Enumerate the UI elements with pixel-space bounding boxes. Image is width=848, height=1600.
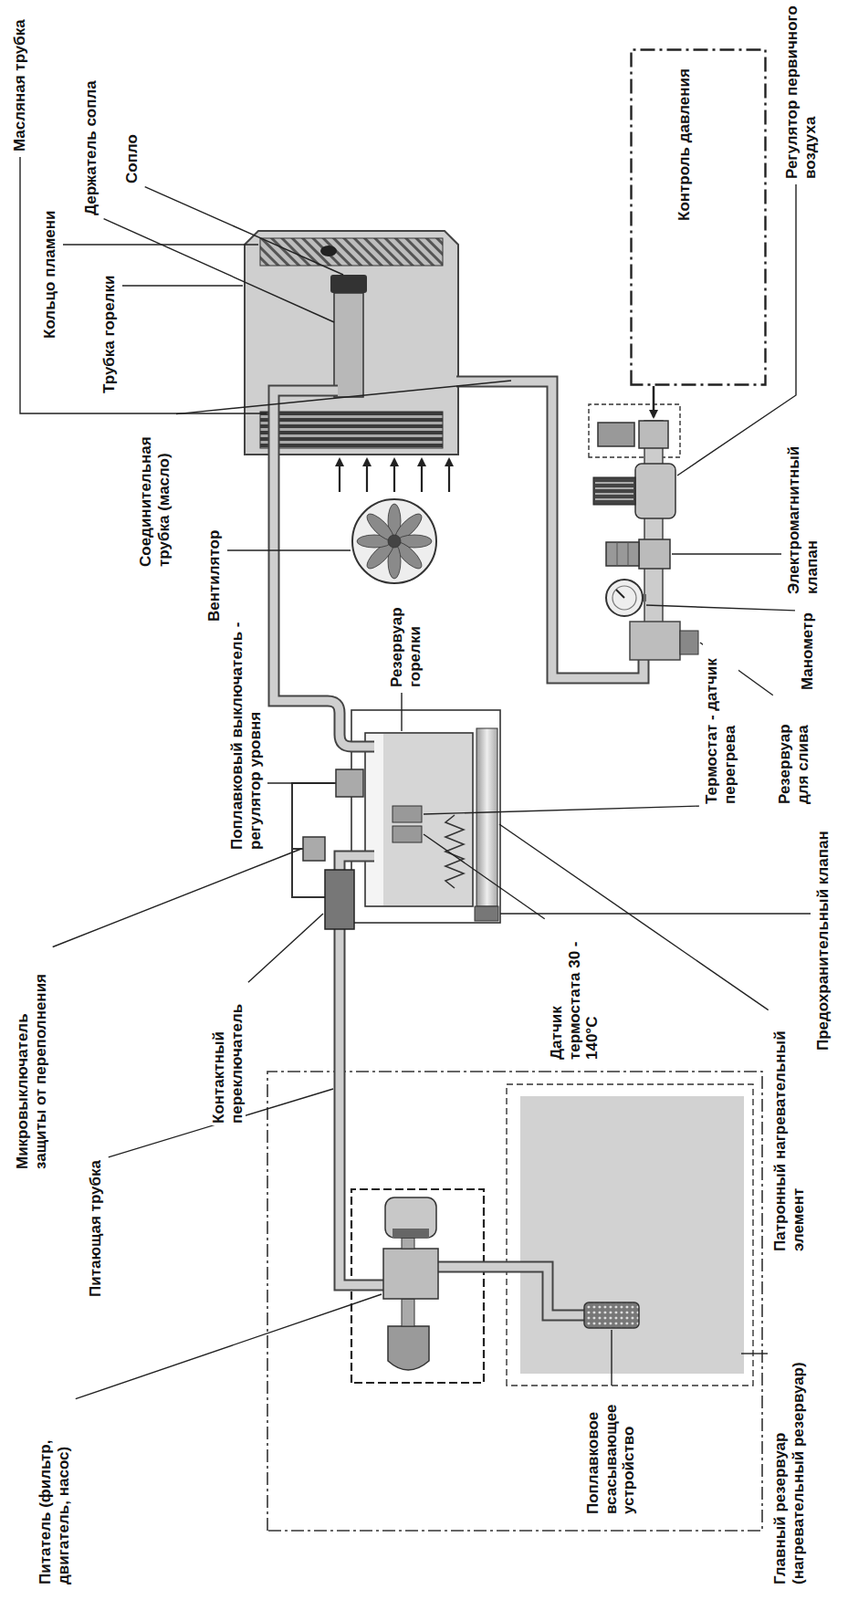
part-label: Трубка горелки	[100, 273, 119, 396]
part-label: Сопло	[123, 132, 142, 186]
part-label: Соединительная трубка (масло)	[136, 414, 173, 569]
part-label: Манометр	[798, 610, 817, 692]
part-label: Главный резервуар (нагревательный резерв…	[771, 1308, 807, 1587]
leader-line	[122, 284, 243, 286]
part-label: Питающая трубка	[86, 1158, 105, 1299]
leader-line	[248, 913, 324, 983]
part-label: Держатель сопла	[82, 78, 101, 218]
leader-line	[499, 824, 769, 1011]
leader-line	[75, 1294, 382, 1400]
part-label: Датчик термостата 30 - 140°C	[547, 921, 602, 1062]
leader-line	[267, 782, 335, 784]
box-outline	[629, 48, 767, 387]
part-label: Электромагнитный клапан	[785, 423, 821, 597]
leader-line	[677, 184, 796, 476]
leader-line	[741, 1352, 768, 1354]
part-label: Микровыключатель защиты от переполнения	[13, 948, 50, 1172]
leader-line	[20, 157, 267, 414]
part-label: Питатель (фильтр, двигатель, насос)	[36, 1400, 73, 1587]
fan	[339, 459, 450, 584]
part-label: Масляная трубка	[10, 17, 30, 154]
part-label: Кольцо пламени	[41, 209, 60, 341]
burner-reservoir	[292, 710, 501, 930]
part-label: Поплавковый выключатель - регулятор уров…	[228, 610, 264, 852]
feeder	[339, 920, 639, 1383]
leader-line	[610, 1329, 612, 1386]
part-label: Резервуар горелки	[387, 585, 424, 690]
part-label: Контактный переключатель	[209, 984, 246, 1126]
part-label: Резервуар для слива	[775, 697, 812, 807]
oil-pipes	[273, 381, 644, 747]
leader-line	[423, 806, 700, 815]
leader-line	[104, 219, 335, 323]
box-text: Контроль давления	[675, 66, 694, 223]
part-label: Вентилятор	[205, 528, 224, 624]
valve-assembly	[588, 386, 699, 660]
leader-line	[400, 692, 402, 732]
part-label: Поплавковое всасывающее устройство	[584, 1389, 639, 1517]
leader-line	[646, 605, 796, 611]
leader-line	[52, 848, 302, 948]
leader-line	[500, 912, 811, 914]
part-label: Патронный нагревательный элемент	[771, 1012, 807, 1254]
leader-line	[423, 834, 545, 920]
control-box: Контроль давления	[629, 48, 767, 387]
leader-line	[145, 187, 344, 275]
part-label: Термостат - датчик перегрева	[702, 642, 739, 807]
leader-line	[176, 380, 512, 415]
part-label: Предохранительный клапан	[814, 828, 833, 1053]
leader-line	[227, 549, 351, 551]
part-label: Регулятор первичного воздуха	[783, 3, 819, 181]
leader-line	[671, 553, 782, 555]
